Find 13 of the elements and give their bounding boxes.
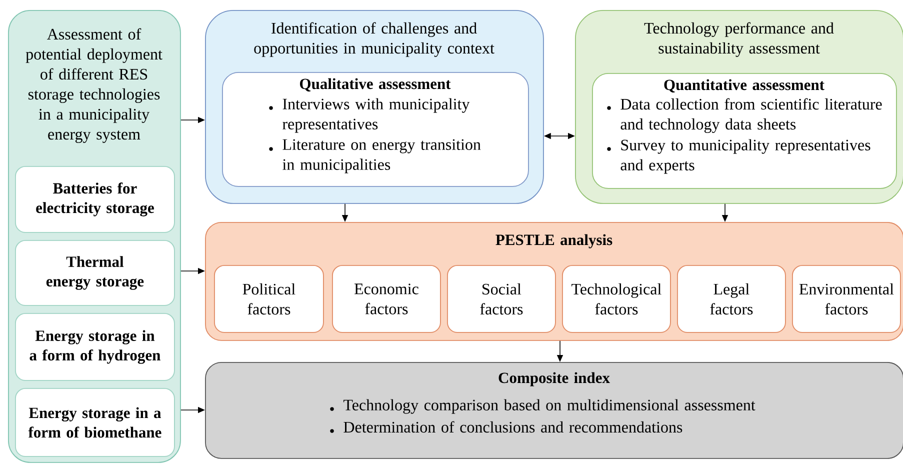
factor-box: Legal factors [677,265,786,333]
storage-box: Energy storage in a form of biomethane [15,388,175,457]
factor-box: Economic factors [332,265,441,333]
factor-box: Social factors [447,265,556,333]
assessment-box: Quantitative assessment Data collection from scientific literature and technology data sheets Survey to municipality representatives and experts [592,73,897,189]
storage-box: Batteries for electricity storage [15,166,175,233]
factor-box: Environmental factors [792,265,901,333]
assessment-box: Qualitative assessment Interviews with municipality representatives Literature on energy transition in municipalities [222,72,529,187]
storage-box: Energy storage in a form of hydrogen [15,313,175,381]
factor-box: Technological factors [562,265,671,333]
factor-box: Political factors [214,265,324,333]
storage-box: Thermal energy storage [15,240,175,306]
panel: Composite index Technology comparison based on multidimensional assessment Determination of conclusions and recommendations [205,362,903,459]
